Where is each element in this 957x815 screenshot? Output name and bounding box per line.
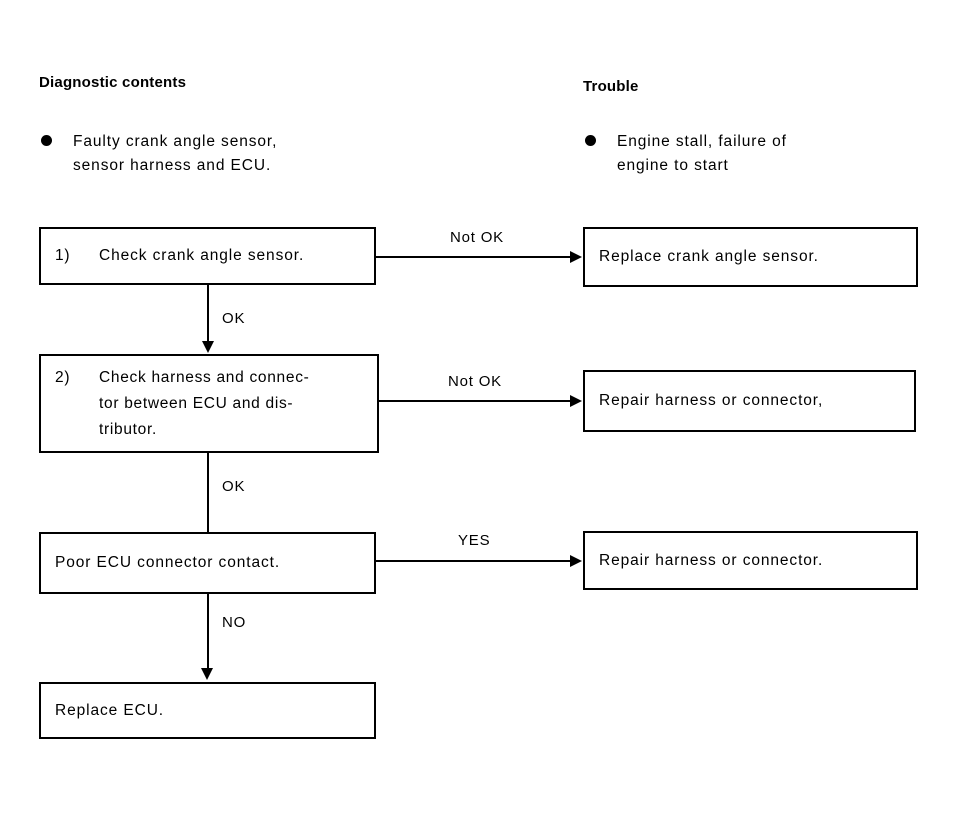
flow-box-poor-ecu-connector-contact: Poor ECU connector contact. [39, 532, 376, 594]
connector-line-step3-to-step4 [207, 594, 209, 671]
result-text: Replace crank angle sensor. [599, 248, 819, 265]
step-number: 2) [55, 368, 71, 386]
connector-line-step3-to-repair [376, 560, 571, 562]
step-text: Check harness and connec- tor between EC… [99, 368, 310, 438]
edge-label-no-step3: NO [222, 614, 247, 631]
trouble-bullet-text: Engine stall, failure of engine to start [617, 133, 787, 174]
flow-box-check-harness-and-connector: 2) Check harness and connec- tor between… [39, 354, 379, 453]
arrowhead-right-icon [570, 251, 582, 263]
result-text: Repair harness or connector, [599, 392, 824, 409]
connector-line-step1-to-step2 [207, 285, 209, 343]
diagnostic-contents-heading: Diagnostic contents [39, 74, 187, 91]
trouble-heading: Trouble [583, 78, 639, 95]
box-content: Replace ECU. [41, 698, 374, 724]
step-text: Check crank angle sensor. [99, 247, 305, 264]
arrowhead-down-icon [201, 668, 213, 680]
box-content: Poor ECU connector contact. [41, 550, 374, 576]
connector-line-step1-to-replace-sensor [376, 256, 571, 258]
box-content: Repair harness or connector, [585, 388, 914, 414]
flow-box-replace-ecu: Replace ECU. [39, 682, 376, 739]
flow-box-repair-harness-or-connector-2: Repair harness or connector. [583, 531, 918, 590]
edge-label-not-ok-step2: Not OK [448, 373, 502, 390]
arrowhead-right-icon [570, 395, 582, 407]
edge-label-ok-step1: OK [222, 310, 246, 327]
arrowhead-right-icon [570, 555, 582, 567]
box-content: 1) Check crank angle sensor. [41, 243, 374, 269]
box-content: Replace crank angle sensor. [585, 244, 916, 270]
step-text: Replace ECU. [55, 701, 165, 719]
bullet-dot-icon [41, 135, 52, 146]
connector-line-step2-to-repair [379, 400, 571, 402]
flow-box-repair-harness-or-connector-1: Repair harness or connector, [583, 370, 916, 432]
diagnostic-contents-bullet-item: Faulty crank angle sensor, sensor harnes… [41, 130, 277, 178]
trouble-bullet-item: Engine stall, failure of engine to start [585, 130, 787, 178]
step-number: 1) [55, 247, 71, 264]
bullet-dot-icon [585, 135, 596, 146]
flow-box-replace-crank-angle-sensor: Replace crank angle sensor. [583, 227, 918, 287]
edge-label-not-ok-step1: Not OK [450, 229, 504, 246]
box-content: 2) Check harness and connec- tor between… [41, 365, 377, 443]
arrowhead-down-icon [202, 341, 214, 353]
result-text: Repair harness or connector. [599, 551, 824, 569]
flow-box-check-crank-angle-sensor: 1) Check crank angle sensor. [39, 227, 376, 285]
step-text: Poor ECU connector contact. [55, 554, 281, 571]
connector-line-step2-to-step3 [207, 453, 209, 532]
edge-label-yes-step3: YES [458, 532, 491, 549]
box-content: Repair harness or connector. [585, 548, 916, 574]
edge-label-ok-step2: OK [222, 478, 246, 495]
diagnostic-contents-bullet-text: Faulty crank angle sensor, sensor harnes… [73, 133, 278, 174]
